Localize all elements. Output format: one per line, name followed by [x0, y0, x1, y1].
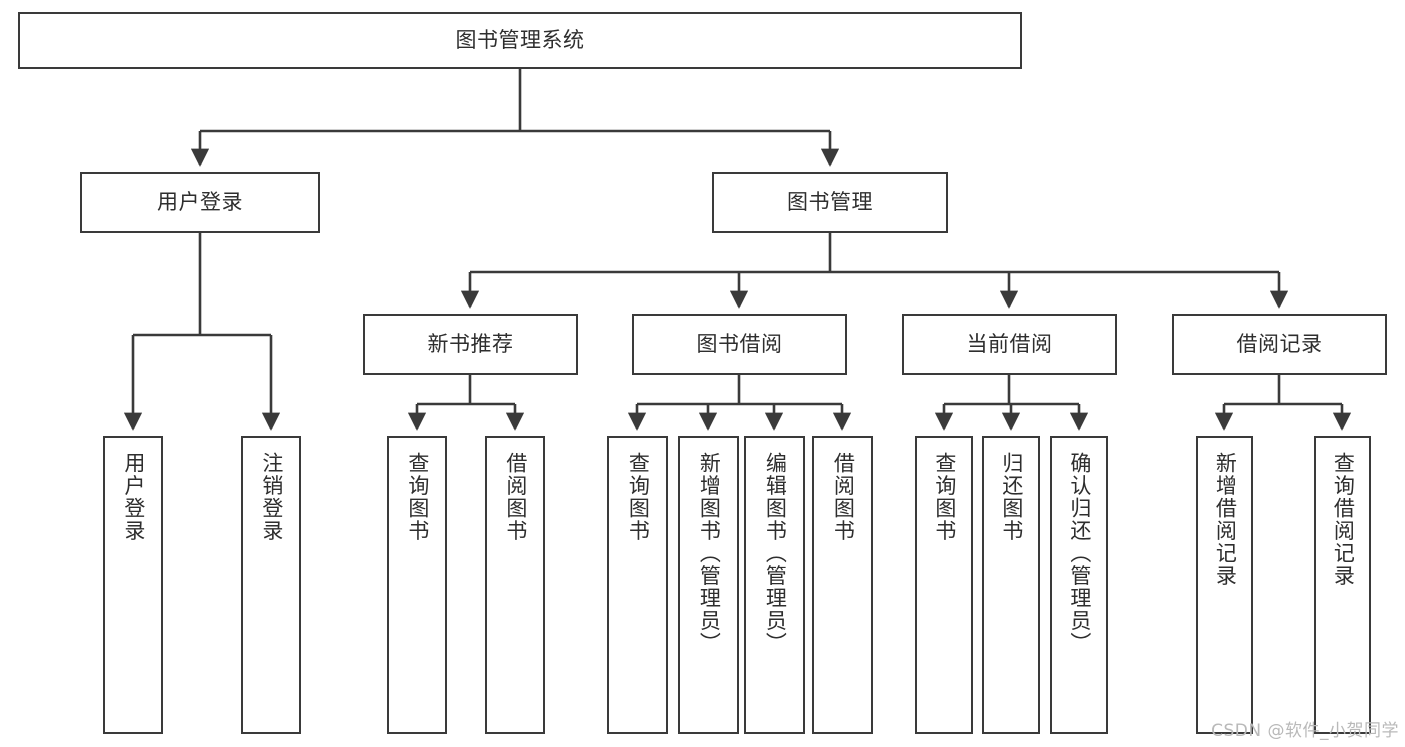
leaf-add-record[interactable]: 新增借阅记录	[1196, 436, 1253, 734]
leaf-user-logout[interactable]: 注销登录	[241, 436, 301, 734]
leaf-query-book-3[interactable]: 查询图书	[915, 436, 973, 734]
leaf-confirm-return[interactable]: 确认归还（管理员）	[1050, 436, 1108, 734]
node-user-login[interactable]: 用户登录	[80, 172, 320, 233]
node-new-book-recommend[interactable]: 新书推荐	[363, 314, 578, 375]
leaf-add-book[interactable]: 新增图书（管理员）	[678, 436, 739, 734]
watermark: CSDN @软件_小贺同学	[1211, 721, 1399, 741]
node-current-borrow-label: 当前借阅	[966, 331, 1053, 356]
leaf-user-login-label: 用户登录	[121, 452, 146, 542]
leaf-edit-book[interactable]: 编辑图书（管理员）	[744, 436, 805, 734]
node-book-borrow-label: 图书借阅	[696, 331, 783, 356]
node-current-borrow[interactable]: 当前借阅	[902, 314, 1117, 375]
node-root[interactable]: 图书管理系统	[18, 12, 1022, 69]
leaf-query-record[interactable]: 查询借阅记录	[1314, 436, 1371, 734]
leaf-borrow-book-2[interactable]: 借阅图书	[812, 436, 873, 734]
node-root-label: 图书管理系统	[455, 27, 585, 52]
leaf-borrow-book-1-label: 借阅图书	[503, 452, 528, 542]
leaf-query-book-3-label: 查询图书	[932, 452, 957, 542]
leaf-user-login[interactable]: 用户登录	[103, 436, 163, 734]
leaf-confirm-return-label: 确认归还（管理员）	[1067, 452, 1092, 655]
leaf-return-book[interactable]: 归还图书	[982, 436, 1040, 734]
leaf-add-book-label: 新增图书（管理员）	[697, 452, 722, 655]
leaf-borrow-book-1[interactable]: 借阅图书	[485, 436, 545, 734]
node-user-login-label: 用户登录	[157, 189, 243, 214]
node-new-book-recommend-label: 新书推荐	[427, 331, 514, 356]
leaf-return-book-label: 归还图书	[999, 452, 1024, 542]
leaf-query-book-2[interactable]: 查询图书	[607, 436, 668, 734]
leaf-query-book-1[interactable]: 查询图书	[387, 436, 447, 734]
leaf-query-book-2-label: 查询图书	[626, 452, 651, 542]
leaf-query-book-1-label: 查询图书	[405, 452, 430, 542]
leaf-query-record-label: 查询借阅记录	[1331, 452, 1356, 587]
node-borrow-record-label: 借阅记录	[1236, 331, 1323, 356]
node-book-management-label: 图书管理	[787, 189, 873, 214]
node-book-borrow[interactable]: 图书借阅	[632, 314, 847, 375]
leaf-user-logout-label: 注销登录	[259, 452, 284, 542]
node-book-management[interactable]: 图书管理	[712, 172, 948, 233]
node-borrow-record[interactable]: 借阅记录	[1172, 314, 1387, 375]
leaf-add-record-label: 新增借阅记录	[1213, 452, 1238, 587]
leaf-edit-book-label: 编辑图书（管理员）	[763, 452, 788, 655]
leaf-borrow-book-2-label: 借阅图书	[831, 452, 856, 542]
